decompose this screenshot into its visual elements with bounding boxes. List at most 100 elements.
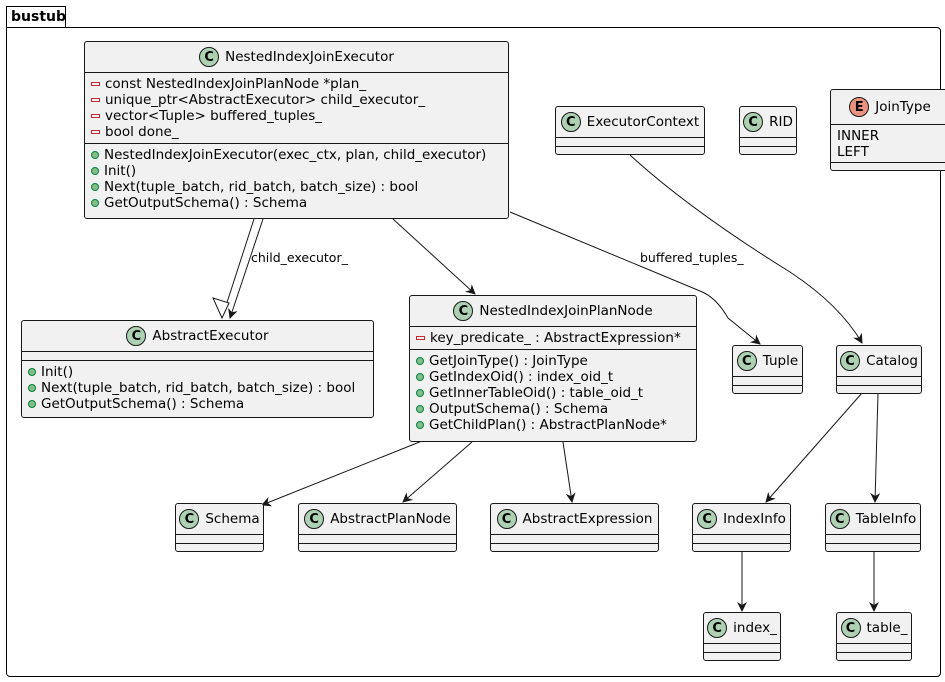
- enum-value: INNER: [837, 128, 880, 144]
- method-row: OutputSchema() : Schema: [410, 401, 696, 417]
- class-name: NestedIndexJoinPlanNode: [479, 303, 653, 319]
- attributes-section: [740, 137, 796, 146]
- class-name: Schema: [205, 511, 260, 527]
- class-icon: C: [199, 47, 220, 67]
- method-row: Next(tuple_batch, rid_batch, batch_size)…: [85, 179, 508, 195]
- class-name: AbstractExpression: [522, 511, 653, 527]
- class-index[interactable]: C index_: [703, 612, 781, 661]
- edge-context-catalog: [629, 154, 863, 344]
- edge-nije-plan-node: [392, 218, 476, 295]
- class-header: C AbstractExpression: [491, 504, 658, 534]
- attributes-section: [491, 534, 658, 543]
- class-name: IndexInfo: [723, 511, 786, 527]
- class-header: C table_: [837, 613, 911, 643]
- class-executor-context[interactable]: C ExecutorContext: [555, 106, 705, 155]
- private-marker-icon: [91, 114, 100, 118]
- method-row: GetJoinType() : JoinType: [410, 353, 696, 369]
- package-frame: [6, 27, 941, 677]
- method-text: Init(): [41, 364, 74, 380]
- methods-section: [299, 543, 456, 552]
- class-table[interactable]: C table_: [836, 612, 912, 661]
- enum-values-section: INNER LEFT: [831, 124, 945, 162]
- method-text: Next(tuple_batch, rid_batch, batch_size)…: [41, 380, 356, 396]
- class-rid[interactable]: C RID: [739, 106, 797, 155]
- method-row: GetChildPlan() : AbstractPlanNode*: [410, 417, 696, 433]
- enum-value: LEFT: [837, 144, 869, 160]
- enum-join-type[interactable]: E JoinType INNER LEFT: [830, 89, 945, 171]
- method-row: NestedIndexJoinExecutor(exec_ctx, plan, …: [85, 147, 508, 163]
- class-header: C Schema: [176, 504, 263, 534]
- method-text: Init(): [104, 163, 137, 179]
- method-row: Init(): [85, 163, 508, 179]
- class-icon: C: [736, 351, 757, 371]
- methods-section: [826, 543, 920, 552]
- edge-plannode-abstractexpression: [562, 441, 576, 503]
- edge-plannode-schema: [261, 438, 428, 507]
- class-header: C NestedIndexJoinExecutor: [85, 42, 508, 72]
- class-name: Catalog: [866, 353, 918, 369]
- method-text: OutputSchema() : Schema: [429, 401, 609, 417]
- class-icon: C: [496, 509, 517, 529]
- method-text: GetIndexOid() : index_oid_t: [429, 369, 614, 385]
- methods-section: [491, 543, 658, 552]
- class-header: C ExecutorContext: [556, 107, 704, 137]
- class-name: AbstractExecutor: [152, 328, 269, 344]
- class-nested-index-join-plan-node[interactable]: C NestedIndexJoinPlanNode key_predicate_…: [409, 295, 697, 442]
- class-tuple[interactable]: C Tuple: [732, 345, 803, 394]
- class-icon: C: [304, 509, 325, 529]
- private-marker-icon: [91, 82, 100, 86]
- public-marker-icon: [91, 167, 99, 175]
- method-text: GetChildPlan() : AbstractPlanNode*: [429, 417, 667, 433]
- class-index-info[interactable]: C IndexInfo: [692, 503, 791, 552]
- method-text: GetOutputSchema() : Schema: [104, 195, 308, 211]
- attribute-text: unique_ptr<AbstractExecutor> child_execu…: [105, 92, 426, 108]
- class-name: RID: [769, 114, 793, 130]
- class-icon: C: [743, 112, 764, 132]
- attribute-text: vector<Tuple> buffered_tuples_: [105, 108, 322, 124]
- class-nested-index-join-executor[interactable]: C NestedIndexJoinExecutor const NestedIn…: [84, 41, 509, 219]
- attributes-section: [837, 376, 921, 385]
- class-name: table_: [866, 620, 908, 636]
- methods-section: Init() Next(tuple_batch, rid_batch, batc…: [22, 360, 373, 415]
- enum-header: E JoinType: [831, 90, 945, 124]
- package-tab: bustub: [6, 6, 66, 28]
- class-table-info[interactable]: C TableInfo: [825, 503, 921, 552]
- class-abstract-expression[interactable]: C AbstractExpression: [490, 503, 659, 552]
- class-header: C IndexInfo: [693, 504, 790, 534]
- class-name: NestedIndexJoinExecutor: [225, 49, 394, 65]
- methods-section: [733, 385, 802, 394]
- private-marker-icon: [91, 130, 100, 134]
- class-abstract-executor[interactable]: C AbstractExecutor Init() Next(tuple_bat…: [21, 320, 374, 418]
- attribute-text: key_predicate_ : AbstractExpression*: [430, 330, 681, 346]
- methods-section: [837, 652, 911, 661]
- class-header: C Catalog: [837, 346, 921, 376]
- method-text: Next(tuple_batch, rid_batch, batch_size)…: [104, 179, 419, 195]
- class-schema[interactable]: C Schema: [175, 503, 264, 552]
- method-text: NestedIndexJoinExecutor(exec_ctx, plan, …: [104, 147, 487, 163]
- public-marker-icon: [416, 389, 424, 397]
- class-icon: C: [560, 112, 581, 132]
- private-marker-icon: [416, 336, 425, 340]
- class-icon: C: [707, 618, 728, 638]
- attribute-row: unique_ptr<AbstractExecutor> child_execu…: [85, 92, 508, 108]
- enum-name: JoinType: [875, 99, 931, 115]
- class-abstract-plan-node[interactable]: C AbstractPlanNode: [298, 503, 457, 552]
- class-header: C TableInfo: [826, 504, 920, 534]
- class-icon: C: [829, 509, 850, 529]
- public-marker-icon: [416, 421, 424, 429]
- method-row: GetInnerTableOid() : table_oid_t: [410, 385, 696, 401]
- class-name: index_: [733, 620, 777, 636]
- edge-catalog-tableinfo: [870, 392, 881, 503]
- public-marker-icon: [91, 151, 99, 159]
- public-marker-icon: [91, 199, 99, 207]
- class-name: AbstractPlanNode: [330, 511, 451, 527]
- class-catalog[interactable]: C Catalog: [836, 345, 922, 394]
- attribute-row: key_predicate_ : AbstractExpression*: [410, 330, 696, 346]
- edge-label-buffered-tuples: buffered_tuples_: [640, 250, 744, 265]
- methods-section: [693, 543, 790, 552]
- public-marker-icon: [416, 373, 424, 381]
- attribute-row: const NestedIndexJoinPlanNode *plan_: [85, 76, 508, 92]
- public-marker-icon: [28, 384, 36, 392]
- attributes-section: key_predicate_ : AbstractExpression*: [410, 326, 696, 349]
